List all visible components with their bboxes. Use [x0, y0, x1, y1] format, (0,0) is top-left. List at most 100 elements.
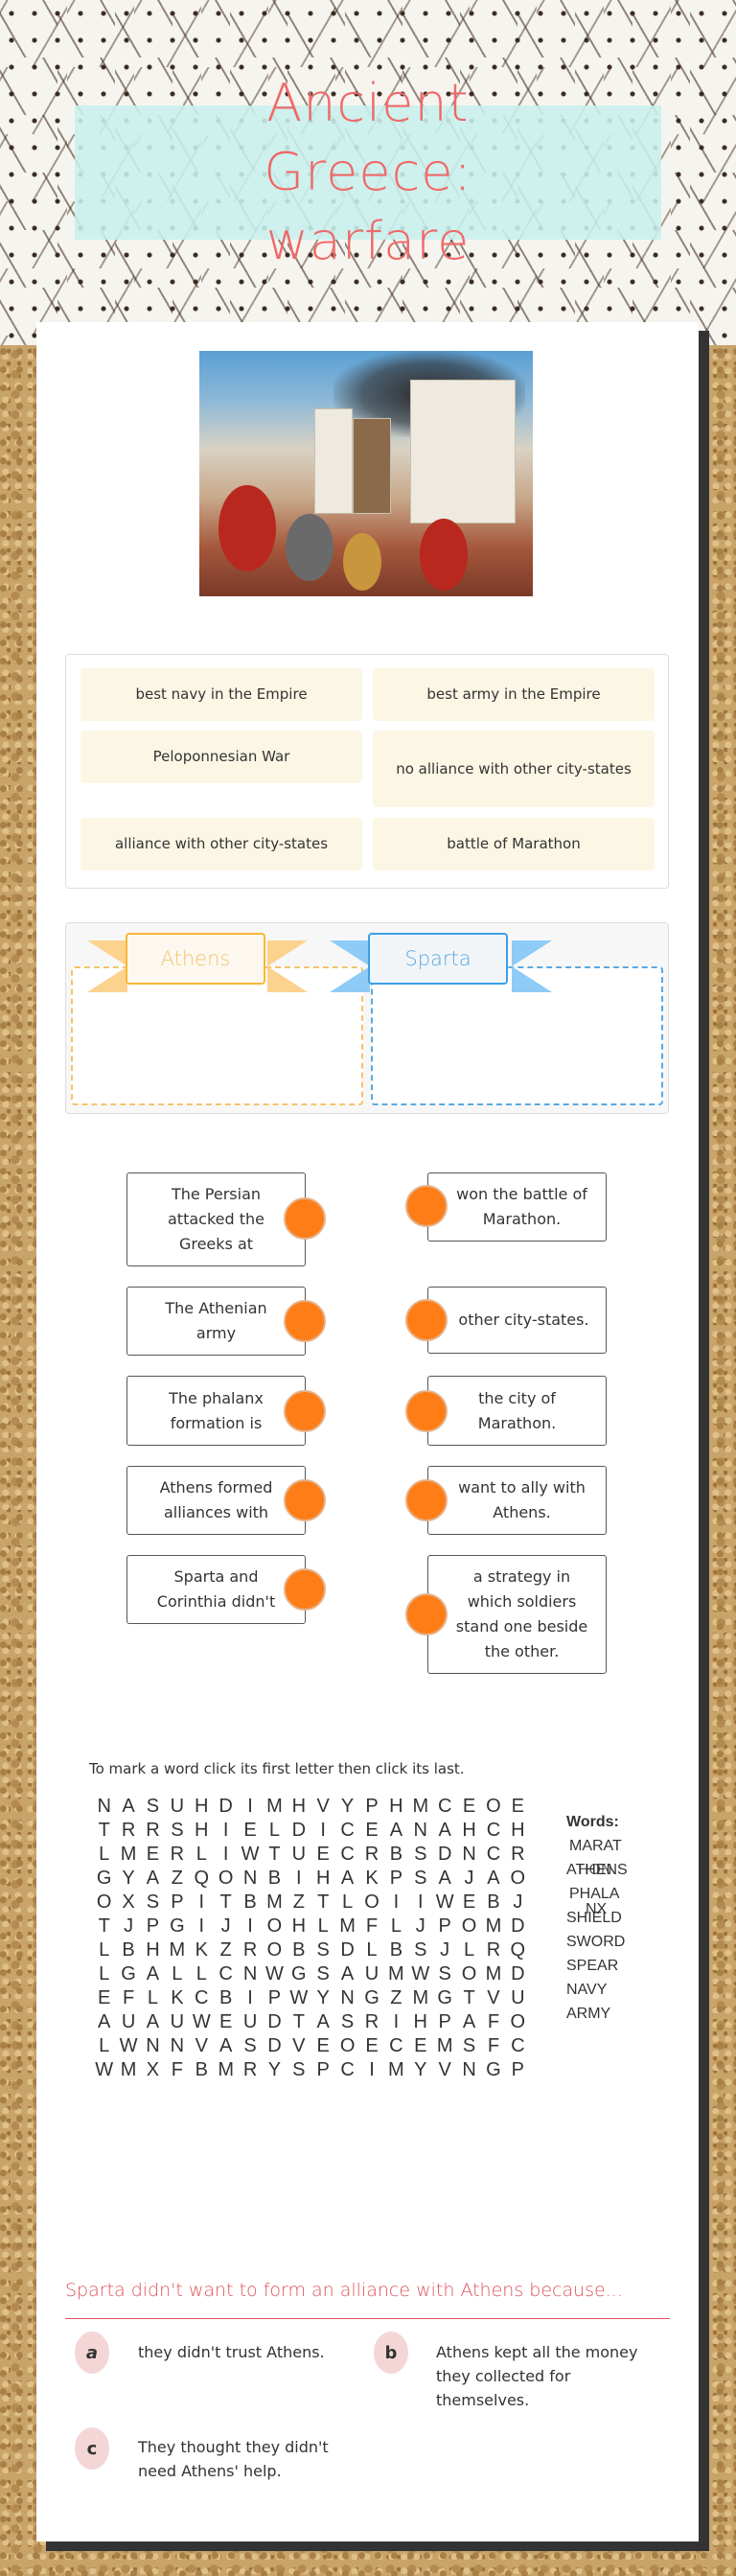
wordsearch-cell[interactable]: S	[414, 1939, 427, 1961]
wordsearch-cell[interactable]: A	[340, 1963, 355, 1984]
wordsearch-cell[interactable]: M	[120, 1844, 137, 1865]
wordsearch-cell[interactable]: E	[462, 1796, 476, 1817]
wordsearch-cell[interactable]: P	[365, 1796, 379, 1817]
wordsearch-cell[interactable]: J	[440, 1939, 450, 1961]
wordsearch-cell[interactable]: L	[196, 1963, 207, 1984]
sort-item[interactable]: no alliance with other city-states	[373, 731, 655, 807]
wordsearch-cell[interactable]: C	[340, 2059, 355, 2080]
match-right-item[interactable]: a strategy in which soldiers stand one b…	[427, 1555, 607, 1674]
wordsearch-cell[interactable]: O	[266, 1939, 283, 1961]
wordsearch-cell[interactable]: N	[462, 2059, 476, 2080]
wordsearch-cell[interactable]: B	[487, 1891, 500, 1913]
wordsearch-cell[interactable]: R	[121, 1820, 136, 1841]
wordsearch-cell[interactable]: I	[393, 1891, 400, 1913]
wordsearch-cell[interactable]: O	[218, 1868, 234, 1889]
wordsearch-cell[interactable]: S	[292, 2059, 306, 2080]
wordsearch-cell[interactable]: X	[122, 1891, 135, 1913]
wordsearch-cell[interactable]: W	[95, 2059, 114, 2080]
wordsearch-cell[interactable]: M	[436, 2035, 453, 2056]
wordsearch-cell[interactable]: L	[172, 1963, 183, 1984]
wordsearch-cell[interactable]: Y	[316, 1987, 330, 2008]
wordsearch-cell[interactable]: G	[291, 1963, 307, 1984]
wordsearch-cell[interactable]: V	[195, 2035, 208, 2056]
wordsearch-cell[interactable]: T	[219, 1891, 232, 1913]
wordsearch-cell[interactable]: G	[364, 1987, 380, 2008]
wordsearch-cell[interactable]: A	[316, 2011, 330, 2032]
wordsearch-cell[interactable]: L	[99, 2035, 110, 2056]
match-right-item[interactable]: won the battle of Marathon.	[427, 1172, 607, 1242]
wordsearch-cell[interactable]: Z	[292, 1891, 305, 1913]
wordsearch-cell[interactable]: A	[146, 1868, 160, 1889]
wordsearch-cell[interactable]: N	[242, 1963, 258, 1984]
wordsearch-cell[interactable]: S	[438, 1963, 451, 1984]
wordsearch-cell[interactable]: S	[340, 2011, 355, 2032]
wordsearch-cell[interactable]: M	[266, 1891, 283, 1913]
wordsearch-cell[interactable]: P	[316, 2059, 330, 2080]
wordsearch-cell[interactable]: C	[437, 1796, 452, 1817]
wordsearch-cell[interactable]: G	[486, 2059, 501, 2080]
wordsearch-cell[interactable]: I	[369, 2059, 375, 2080]
wordsearch-cell[interactable]: A	[146, 2011, 160, 2032]
wordsearch-cell[interactable]: G	[96, 1868, 112, 1889]
wordsearch-cell[interactable]: O	[461, 1963, 477, 1984]
wordsearch-cell[interactable]: I	[198, 1915, 205, 1937]
wordsearch-cell[interactable]: M	[169, 1939, 186, 1961]
wordsearch-cell[interactable]: C	[340, 1820, 355, 1841]
wordsearch-cell[interactable]: P	[511, 2059, 524, 2080]
wordsearch-cell[interactable]: V	[292, 2035, 306, 2056]
wordsearch-cell[interactable]: A	[438, 1868, 451, 1889]
wordsearch-cell[interactable]: B	[243, 1891, 257, 1913]
sort-item[interactable]: best army in the Empire	[373, 668, 655, 721]
wordsearch-cell[interactable]: E	[218, 2011, 233, 2032]
connector-dot[interactable]	[284, 1390, 326, 1432]
wordsearch-cell[interactable]: F	[122, 1987, 135, 2008]
wordsearch-cell[interactable]: A	[389, 1820, 403, 1841]
wordsearch-cell[interactable]: S	[316, 1963, 330, 1984]
wordsearch-cell[interactable]: G	[437, 1987, 452, 2008]
connector-dot[interactable]	[405, 1479, 448, 1521]
wordsearch-cell[interactable]: H	[389, 1796, 403, 1817]
wordsearch-cell[interactable]: O	[510, 2011, 526, 2032]
match-left-item[interactable]: The phalanx formation is	[126, 1376, 306, 1446]
wordsearch-cell[interactable]: C	[389, 2035, 403, 2056]
connector-dot[interactable]	[405, 1299, 448, 1341]
wordsearch-cell[interactable]: T	[98, 1915, 110, 1937]
match-right-item[interactable]: the city of Marathon.	[427, 1376, 607, 1446]
wordsearch-cell[interactable]: U	[170, 2011, 185, 2032]
wordsearch-cell[interactable]: I	[198, 1891, 205, 1913]
wordsearch-cell[interactable]: M	[120, 2059, 137, 2080]
wordsearch-cell[interactable]: S	[243, 2035, 257, 2056]
wordsearch-cell[interactable]: H	[146, 1939, 160, 1961]
wordsearch-cell[interactable]: F	[171, 2059, 183, 2080]
wordsearch-cell[interactable]: R	[364, 2011, 380, 2032]
wordsearch-cell[interactable]: T	[317, 1891, 330, 1913]
match-right-item[interactable]: other city-states.	[427, 1287, 607, 1354]
option-b-text[interactable]: Athens kept all the money they collected…	[436, 2343, 638, 2409]
option-c-text[interactable]: They thought they didn't need Athens' he…	[138, 2438, 329, 2480]
wordsearch-cell[interactable]: R	[511, 1844, 525, 1865]
wordsearch-cell[interactable]: E	[365, 1820, 379, 1841]
wordsearch-cell[interactable]: A	[122, 1796, 135, 1817]
wordsearch-cell[interactable]: N	[170, 2035, 185, 2056]
wordsearch-cell[interactable]: M	[266, 1796, 283, 1817]
wordsearch-cell[interactable]: K	[195, 1939, 208, 1961]
wordsearch-cell[interactable]: L	[99, 1963, 110, 1984]
wordsearch-cell[interactable]: I	[393, 2011, 400, 2032]
wordsearch-cell[interactable]: P	[438, 2011, 451, 2032]
wordsearch-cell[interactable]: U	[242, 2011, 258, 2032]
wordsearch-cell[interactable]: W	[119, 2035, 138, 2056]
wordsearch-cell[interactable]: B	[195, 2059, 208, 2080]
wordsearch-cell[interactable]: V	[316, 1796, 330, 1817]
wordsearch-cell[interactable]: N	[242, 1868, 258, 1889]
wordsearch-cell[interactable]: Y	[122, 1868, 135, 1889]
wordsearch-cell[interactable]: V	[487, 1987, 500, 2008]
wordsearch-cell[interactable]: E	[146, 1844, 160, 1865]
wordsearch-cell[interactable]: O	[510, 1868, 526, 1889]
wordsearch-cell[interactable]: I	[247, 1796, 253, 1817]
wordsearch-cell[interactable]: I	[247, 1987, 253, 2008]
wordsearch-cell[interactable]: D	[218, 1796, 233, 1817]
wordsearch-cell[interactable]: C	[218, 1963, 233, 1984]
wordsearch-cell[interactable]: R	[146, 1820, 160, 1841]
wordsearch-cell[interactable]: P	[389, 1868, 403, 1889]
